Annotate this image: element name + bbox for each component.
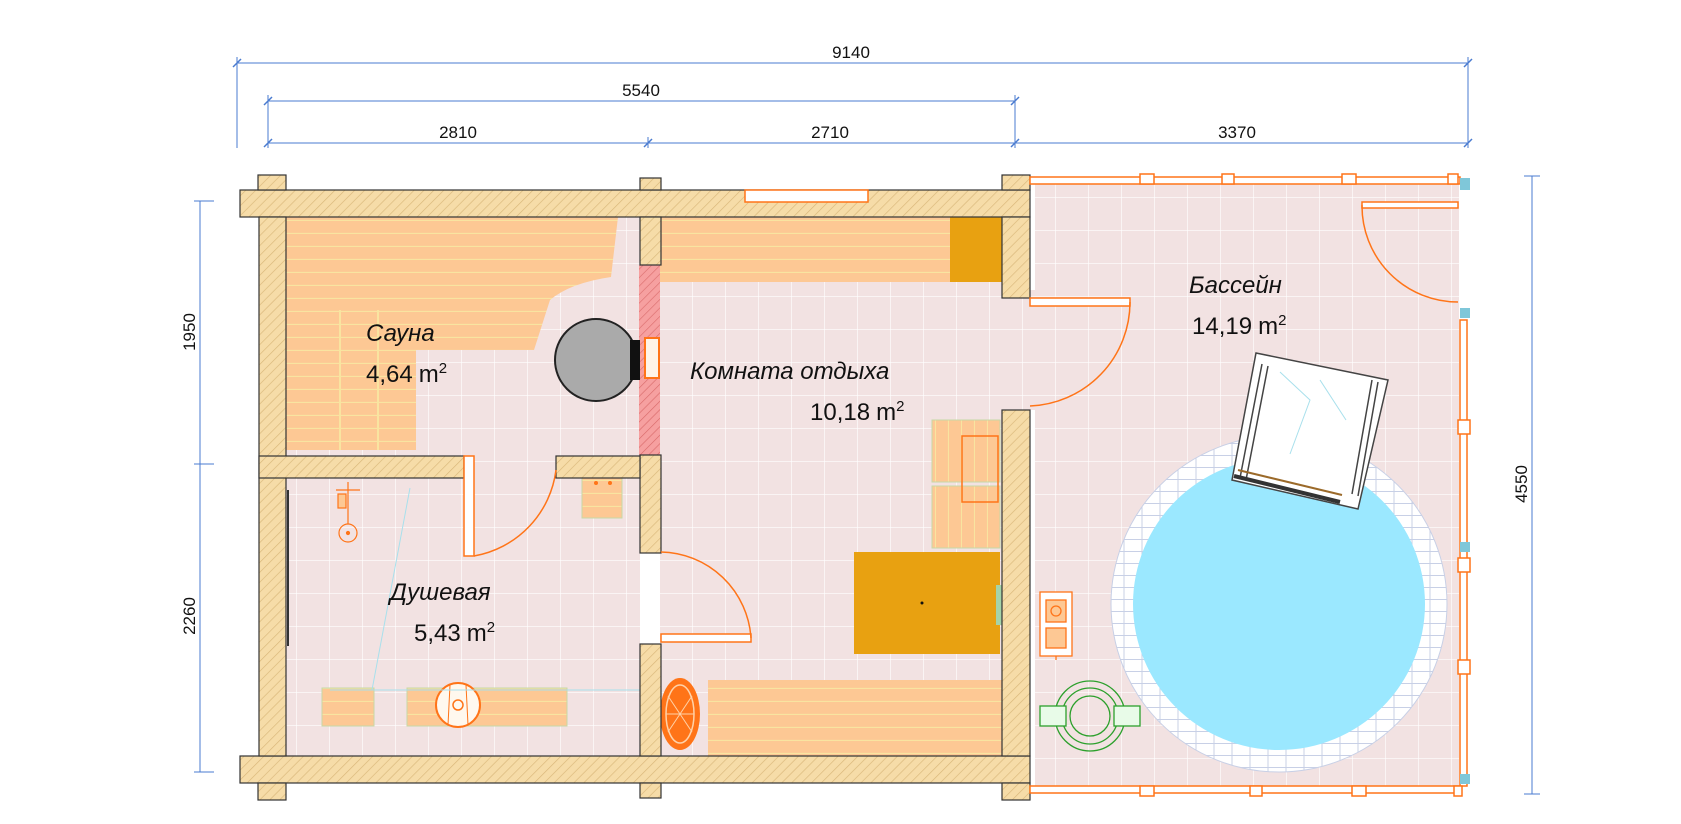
- shower-bench-right: [406, 687, 568, 727]
- shower-bench-left: [321, 687, 375, 727]
- rest-room-sofa-bottom: [708, 680, 1002, 756]
- sun-lounger-icon: [1039, 591, 1073, 660]
- corner-post: [1460, 774, 1470, 784]
- door-shower[interactable]: [660, 551, 752, 643]
- floor-passage: [1002, 290, 1035, 410]
- dimension-pool-width: 3370: [1218, 123, 1256, 142]
- door-sauna[interactable]: [463, 455, 557, 557]
- corner-post: [1460, 178, 1470, 190]
- round-stove-icon: [554, 318, 660, 402]
- dimension-lines: [194, 57, 1540, 795]
- rest-room-window: [744, 189, 869, 203]
- corner-post: [1460, 308, 1470, 318]
- room-name-rest: Комната отдыха: [690, 358, 889, 385]
- door-pool[interactable]: [1029, 297, 1131, 407]
- rest-room-cabinet: [950, 217, 1002, 282]
- rest-room-table: [854, 552, 1000, 654]
- dimension-total-depth: 4550: [1512, 465, 1531, 503]
- pool-railing: [1029, 173, 1471, 797]
- dimension-core-width: 5540: [622, 81, 660, 100]
- pool-ladder-icon: [1231, 352, 1389, 510]
- dimension-upper-depth: 1950: [180, 313, 199, 351]
- room-name-sauna: Сауна: [366, 320, 435, 347]
- armchair-icon: [931, 419, 1001, 483]
- round-washbasin-icon: [435, 682, 481, 728]
- dimension-rest-width: 2710: [811, 123, 849, 142]
- shower-head-icon: [336, 482, 360, 543]
- sauna-lower-bench: [286, 310, 416, 450]
- room-name-pool: Бассейн: [1189, 272, 1282, 299]
- round-stool-icon: [660, 678, 700, 750]
- rest-room-sofa-top: [660, 217, 950, 282]
- round-table-icon: [1039, 680, 1141, 752]
- armchair-icon: [931, 485, 1001, 549]
- door-terrace-exit[interactable]: [1361, 201, 1459, 303]
- dimension-sauna-width: 2810: [439, 123, 477, 142]
- pool: [1110, 435, 1448, 773]
- dimension-ticks: [232, 58, 1473, 148]
- dimension-total-width: 9140: [832, 43, 870, 62]
- walls: [239, 174, 1031, 801]
- shower-bench-small: [581, 477, 623, 519]
- room-name-shower: Душевая: [387, 579, 491, 606]
- dimension-lower-depth: 2260: [180, 597, 199, 635]
- corner-post: [1460, 542, 1470, 552]
